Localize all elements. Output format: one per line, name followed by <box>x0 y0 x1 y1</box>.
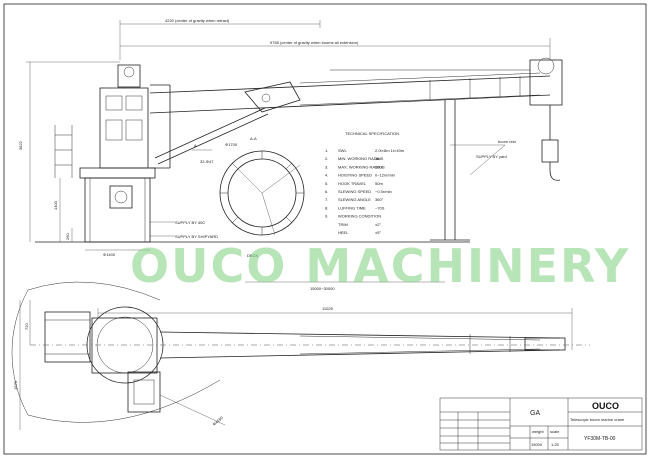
plan-view <box>11 281 590 430</box>
spec-row-label: MIN. WORKING RADIUS <box>338 156 384 161</box>
spec-row-label: HOOK TRAVEL <box>338 181 367 186</box>
hook <box>549 162 561 181</box>
boom-head <box>529 59 563 106</box>
weight-label: weight <box>532 429 544 434</box>
section-title: A-A <box>250 136 257 141</box>
spec-row-number: 8. <box>325 205 328 210</box>
spec-row-number: 7. <box>325 197 328 202</box>
spec-row-label: SLEWING SPEED <box>338 189 371 194</box>
dim-base-width: Φ1400 <box>103 252 116 257</box>
spec-row-value: ~70S <box>375 205 385 210</box>
spec-row-label: SLEWING ANGLE <box>338 197 371 202</box>
luffing-cylinder <box>154 107 266 159</box>
dim-height: 3822 <box>18 140 23 150</box>
supply-40c-label: SUPPLY BY 40C <box>175 220 205 225</box>
weight-value: 15000 <box>531 442 543 447</box>
dim-boom-length: 11025 <box>322 306 334 311</box>
dim-deck-bolts: 32-Φ47 <box>200 159 214 164</box>
supply-yard-label: SUPPLY BY yard <box>476 154 507 159</box>
spec-row-number: 9. <box>325 214 328 219</box>
cabin <box>99 87 149 169</box>
watermark: OUCO MACHINERY <box>130 239 630 293</box>
telescopic-boom <box>149 75 551 94</box>
spec-row-number: 1. <box>325 148 328 153</box>
spec-row-number: 4. <box>325 173 328 178</box>
deck-label: DECK <box>247 253 258 258</box>
spec-row-label: WORKING CONDITION <box>338 214 381 219</box>
technical-specification: TECHNICAL SPECIFICATION 1. SWL 2.0t×8m 1t×… <box>325 131 405 235</box>
spec-row-value: 30m <box>375 164 383 169</box>
spec-title: TECHNICAL SPECIFICATION <box>345 131 399 136</box>
dim-working-range: 15000~30000 <box>310 286 335 291</box>
spec-row-value: ~0.5r/min <box>375 189 392 194</box>
hook-block <box>541 139 559 163</box>
dim-swing-radius: Φ1700 <box>225 142 238 147</box>
dim-retract: 4220 (center of gravity when retract) <box>165 18 230 23</box>
scale-label: scale <box>550 429 560 434</box>
spec-row-label: MAX. WORKING RADIUS <box>338 164 385 169</box>
company-name: OUCO <box>592 401 619 411</box>
spec-row-number: 3. <box>325 164 328 169</box>
sheet-border <box>3 3 647 455</box>
spec-row-value: 360° <box>375 197 384 202</box>
section-mark: A <box>194 143 197 148</box>
dim-extension: 9765 (center of gravity when booms all e… <box>270 40 359 45</box>
spec-row-number: 5. <box>325 181 328 186</box>
spec-row-number: 6. <box>325 189 328 194</box>
spec-row-number: 2. <box>325 156 328 161</box>
title-block <box>439 397 643 451</box>
drawing-description: Telescopic boom marine crane <box>570 417 625 422</box>
spec-row-value: ±2° <box>375 222 381 227</box>
pedestal <box>84 177 151 243</box>
dim-plan-width: 1970 <box>13 380 18 390</box>
spec-row-label: HOISTING SPEED <box>338 173 372 178</box>
dim-slew-circle: Φ4150 <box>211 415 224 427</box>
plan-boom <box>159 331 561 339</box>
spec-row-label: LUFFING TIME <box>338 205 366 210</box>
spec-row-value: ±5° <box>375 230 381 235</box>
spec-row-label: SWL <box>338 148 347 153</box>
supply-shipyard-label: SUPPLY BY SHIPYARD <box>175 234 218 239</box>
spec-row-value: 0~12m/min <box>375 173 395 178</box>
boom-rest-label: boom rest <box>498 139 517 144</box>
drawing-number: YF30M-TB-00 <box>584 436 616 442</box>
spec-row-label: HEEL <box>338 230 349 235</box>
dim-plan-offset: 720 <box>24 323 29 330</box>
spec-row-value: 50m <box>375 181 383 186</box>
spec-row-value: 3m <box>375 156 381 161</box>
plan-cabin <box>127 371 161 413</box>
scale-value: 1:25 <box>551 442 560 447</box>
spec-row-value: 2.0t×8m 1t×40m <box>375 148 405 153</box>
side-elevation <box>26 20 563 283</box>
spec-row-label: TRIM <box>338 222 348 227</box>
dim-base-height: 1400 <box>53 200 58 210</box>
dim-base-small: 260 <box>65 233 70 240</box>
drawing-type: GA <box>530 410 540 417</box>
